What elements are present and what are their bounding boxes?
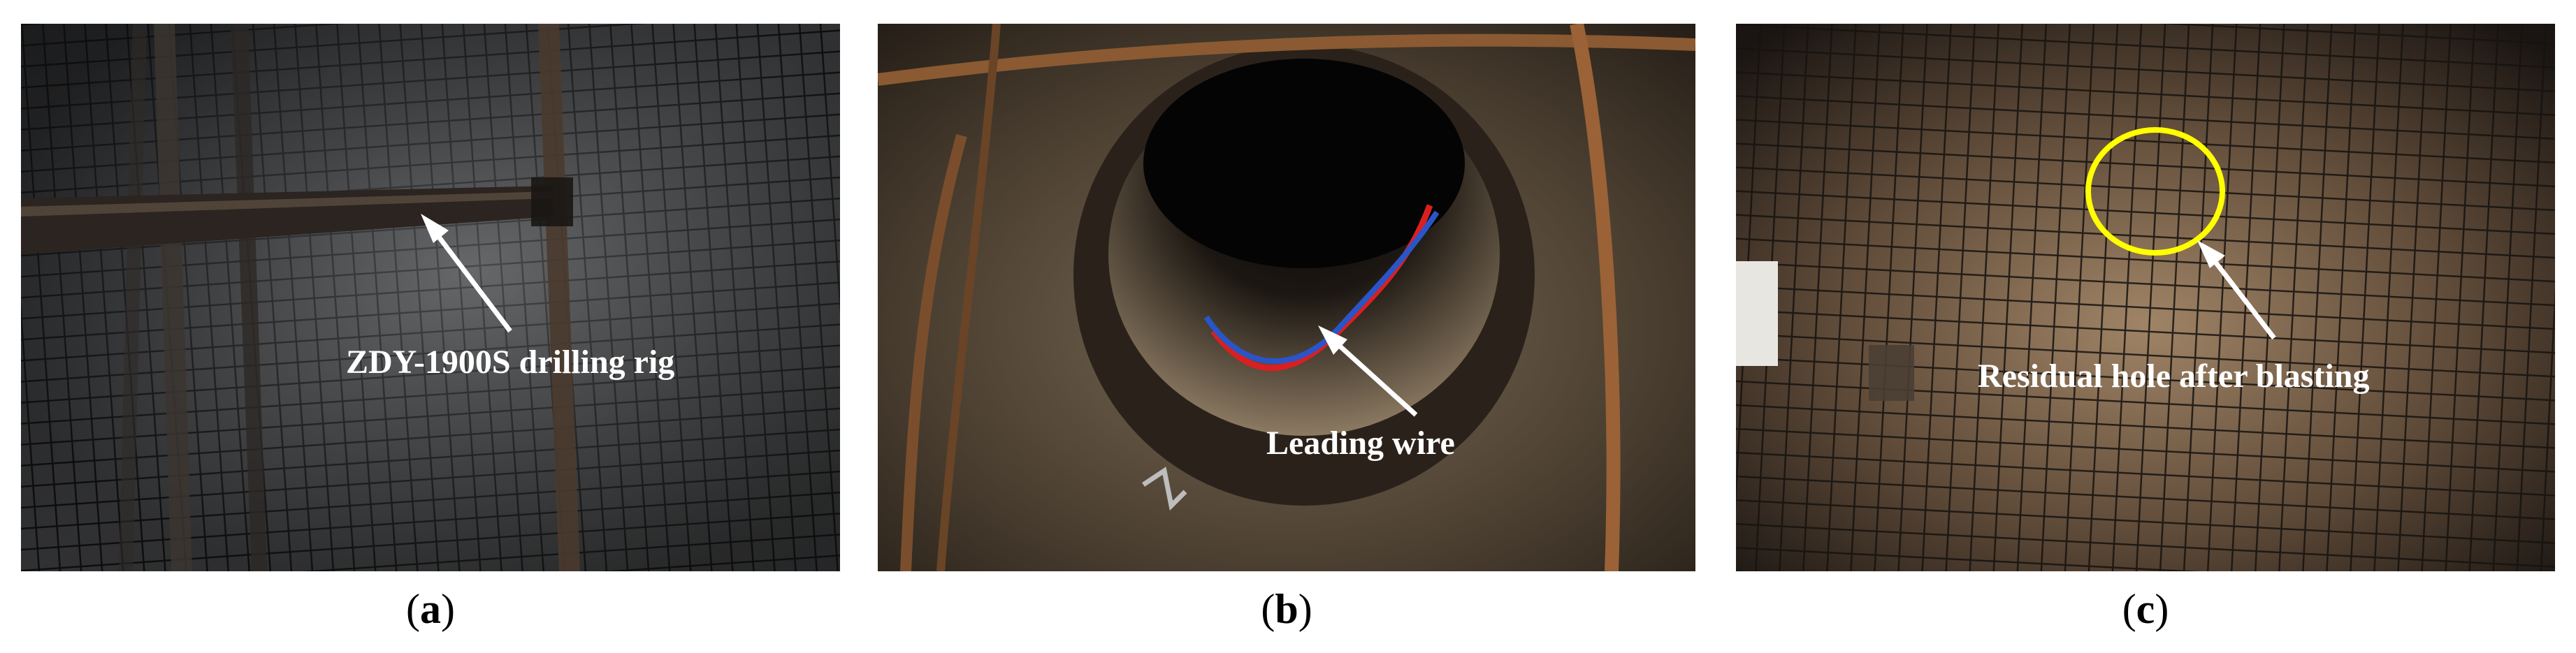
steel-strap <box>538 24 580 571</box>
label-residual-hole: Residual hole after blasting <box>1978 358 2369 395</box>
caption-a: (a) <box>406 586 455 632</box>
rebar <box>1570 24 1621 571</box>
arrow <box>2210 256 2276 340</box>
steel-strap <box>154 24 192 571</box>
arrow-head <box>2197 240 2225 268</box>
caption-b: (b) <box>1261 586 1312 632</box>
photo-residual-hole: Residual hole after blasting <box>1736 24 2555 571</box>
arrow-head <box>421 214 449 243</box>
highlight-circle <box>2085 127 2225 256</box>
label-drilling-rig: ZDY-1900S drilling rig <box>346 344 674 381</box>
photo-drilling-rig: ZDY-1900S drilling rig <box>21 24 840 571</box>
arrow <box>1333 340 1418 417</box>
tag <box>1736 261 1778 366</box>
label-leading-wire: Leading wire <box>1266 425 1455 462</box>
blue-wire <box>1203 210 1440 365</box>
rebar <box>878 34 1695 86</box>
arrow <box>434 231 512 333</box>
arrow-head <box>1318 325 1347 355</box>
steel-strap <box>231 24 267 571</box>
photo-borehole-wire: Leading wire <box>878 24 1695 571</box>
caption-c: (c) <box>2122 586 2169 632</box>
